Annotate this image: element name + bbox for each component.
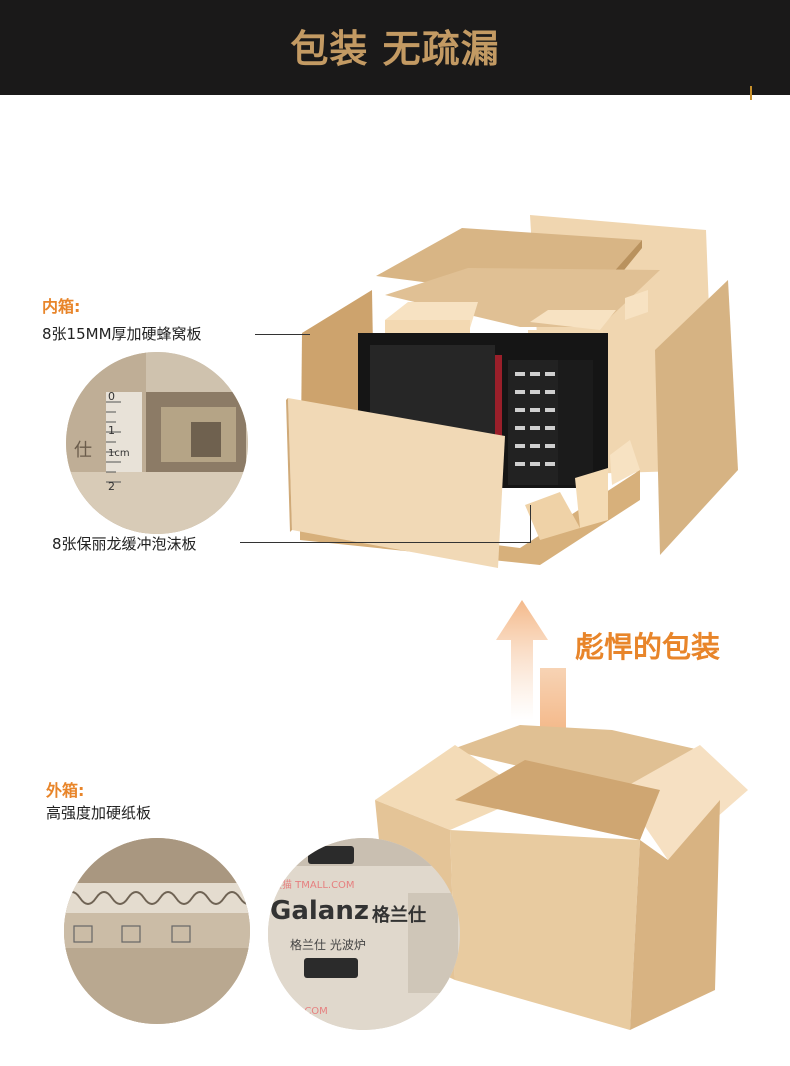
outer-box-note: 高强度加硬纸板 [46,804,152,822]
box-right-face [630,800,720,1030]
page-title: 包装 无疏漏 [290,26,500,71]
foam-block-bottom-left [525,492,580,540]
front-honeycomb-panel [288,398,505,568]
foam-block-top-right [530,310,616,330]
foam-block-right [625,290,648,320]
corrugated-closeup-photo [64,838,250,1024]
honeycomb-pointer-line [255,334,310,335]
foam-block-bottom-right [575,468,608,528]
carton-print-fragment: 仕 [74,440,92,461]
carton-brand-cn: 格兰仕 [372,905,426,926]
header-banner: 包装 无疏漏 [0,0,790,100]
galanz-carton-closeup-photo: 天猫 TMALL.COM Galanz 格兰仕 格兰仕 光波炉 LL.COM [268,838,460,1030]
carton-brand: Galanz [270,896,369,926]
left-flap [375,745,530,830]
ruler-label-cm: 1cm [108,448,130,459]
box-front-face [450,830,640,1030]
inner-box-heading: 内箱: [42,297,81,316]
foam-pointer-riser [530,505,531,543]
decorative-spark [750,86,752,100]
carton-subtitle: 格兰仕 光波炉 [290,938,366,952]
back-flap [450,725,700,790]
up-arrow [496,600,548,720]
ruler-label-2: 2 [108,480,115,493]
carton-store-text: 天猫 TMALL.COM [272,880,355,891]
right-honeycomb-panel [655,280,738,555]
ruler-label-0: 0 [108,390,115,403]
right-flap [620,745,748,860]
honeycomb-closeup-photo: 0 1 1cm 2 仕 [66,352,248,534]
foam-board-note: 8张保丽龙缓冲泡沫板 [52,535,197,553]
foam-pointer-line [240,542,530,543]
slogan-text: 彪悍的包装 [575,630,721,664]
carton-store-bottom: LL.COM [290,1006,328,1017]
honeycomb-board-note: 8张15MM厚加硬蜂窝板 [42,325,202,343]
outer-box-heading: 外箱: [46,781,85,800]
ruler-label-1: 1 [108,424,115,437]
